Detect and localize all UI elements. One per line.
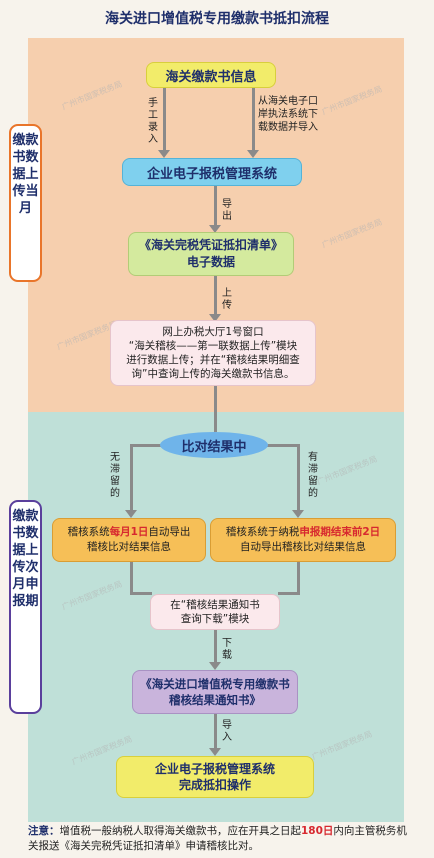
note-text: 增值税一般纳税人取得海关缴款书，应在开具之日起 (59, 825, 302, 837)
note-text: 内向主管税务机关报送《海关完税凭证抵扣清单》申请稽核比对。 (28, 825, 407, 852)
import-label: 导入 (222, 720, 232, 743)
side-label-next-month: 缴款书数据上传次月申报期 (9, 500, 42, 714)
arrow-down-icon (158, 150, 170, 158)
side-label-current-month: 缴款书数据上传当月 (9, 124, 42, 282)
audit-result-notice-box: 《海关进口增值税专用缴款书 稽核结果通知书》 (132, 670, 298, 714)
arrow-down-icon (292, 510, 304, 518)
online-tax-hall-box: 网上办税大厅1号窗口 “海关稽核——第一联数据上传”模块 进行数据上传；并在“稽… (110, 320, 316, 386)
export-label: 导出 (222, 199, 232, 222)
footnote: 注意：增值税一般纳税人取得海关缴款书，应在开具之日起180日内向主管税务机关报送… (28, 824, 408, 854)
monthly-export-line: 稽核系统每月1日自动导出 (67, 526, 191, 538)
online-hall-line: 网上办税大厅1号窗口 (162, 326, 264, 338)
connector-line (214, 186, 217, 226)
query-line: 在“稽核结果通知书 (170, 599, 260, 611)
arrow-down-icon (209, 314, 221, 322)
download-import-label: 从海关电子口岸执法系统下载数据并导入 (258, 96, 318, 133)
monthly-export-date: 每月1日 (109, 526, 149, 538)
monthly-export-line: 稽核比对结果信息 (87, 541, 171, 553)
connector-line (256, 444, 300, 447)
notice-title-line: 《海关进口增值税专用缴款书 (140, 677, 290, 691)
arrow-down-icon (247, 150, 259, 158)
connector-line (252, 86, 255, 152)
connector-line (130, 444, 175, 447)
arrow-down-icon (209, 662, 221, 670)
monthly-export-box: 稽核系统每月1日自动导出 稽核比对结果信息 (52, 518, 206, 562)
customs-payment-info-box: 海关缴款书信息 (146, 62, 276, 88)
deadline-export-date: 申报期结束前2日 (299, 526, 381, 538)
no-overdue-label: 无滞留的 (110, 452, 120, 499)
query-line: 查询下载”模块 (180, 613, 250, 625)
deadline-export-line: 自动导出稽核比对结果信息 (240, 541, 366, 553)
upload-label: 上传 (222, 288, 232, 311)
connector-line (214, 386, 217, 432)
deduction-list-title: 《海关完税凭证抵扣清单》 (138, 238, 283, 252)
online-hall-line: 进行数据上传；并在“稽核结果明细查 (126, 354, 300, 366)
deduction-list-data-box: 《海关完税凭证抵扣清单》 电子数据 (128, 232, 294, 276)
online-hall-line: “海关稽核——第一联数据上传”模块 (128, 340, 298, 352)
overdue-label: 有滞留的 (308, 452, 318, 499)
final-line: 企业电子报税管理系统 (154, 762, 275, 776)
online-hall-line: 询”中查询上传的海关缴款书信息。 (131, 368, 295, 380)
connector-line (130, 562, 133, 594)
manual-entry-label: 手工录入 (148, 98, 158, 145)
arrow-down-icon (209, 225, 221, 233)
tax-management-system-box: 企业电子报税管理系统 (122, 158, 302, 186)
notice-title-line: 稽核结果通知书》 (169, 693, 261, 707)
arrow-down-icon (125, 510, 137, 518)
connector-line (214, 276, 217, 316)
note-days: 180日 (301, 825, 334, 837)
connector-line (278, 592, 300, 595)
comparison-result-ellipse: 比对结果中 (160, 432, 268, 458)
connector-line (297, 444, 300, 512)
final-line: 完成抵扣操作 (178, 778, 251, 792)
connector-line (130, 592, 152, 595)
page-title: 海关进口增值税专用缴款书抵扣流程 (105, 11, 329, 27)
deduction-list-subtitle: 电子数据 (186, 255, 235, 269)
connector-line (214, 630, 217, 664)
connector-line (163, 86, 166, 152)
connector-line (130, 444, 133, 512)
download-label: 下载 (222, 638, 232, 661)
note-label: 注意： (28, 825, 60, 837)
deadline-export-box: 稽核系统于纳税申报期结束前2日 自动导出稽核比对结果信息 (210, 518, 396, 562)
connector-line (297, 562, 300, 594)
connector-line (214, 714, 217, 750)
final-deduction-box: 企业电子报税管理系统 完成抵扣操作 (116, 756, 314, 798)
arrow-down-icon (209, 748, 221, 756)
notice-query-download-box: 在“稽核结果通知书 查询下载”模块 (150, 594, 280, 630)
deadline-export-line: 稽核系统于纳税申报期结束前2日 (225, 526, 381, 538)
